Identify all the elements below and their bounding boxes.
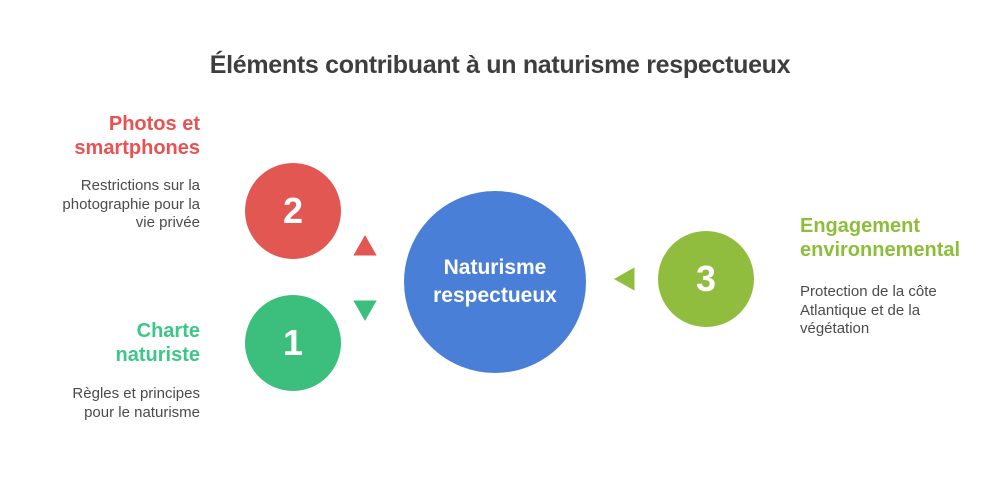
center-circle-label: Naturisme respectueux — [433, 256, 557, 307]
item-1-number: 1 — [282, 322, 304, 363]
triangle-down-icon — [346, 295, 384, 329]
item-1-circle: 1 — [241, 291, 345, 395]
item-3-title-text: Engagement environnemental — [800, 215, 961, 261]
item-2-title-text: Photos et smartphones — [74, 113, 200, 159]
item-3-description-text: Protection de la côte Atlantique et de l… — [800, 283, 937, 337]
item-2-description-text: Restrictions sur la photographie pour la… — [62, 177, 200, 231]
triangle-up-icon — [346, 227, 384, 261]
item-3-circle: 3 — [654, 227, 758, 331]
item-2-title: Photos et smartphones — [20, 112, 200, 160]
item-1-title: Charte naturiste — [20, 319, 200, 367]
item-1-title-text: Charte naturiste — [115, 320, 200, 366]
triangle-down-shape — [346, 295, 384, 329]
item-3-title: Engagement environnemental — [800, 214, 990, 262]
item-1-description-text: Règles et principes pour le naturisme — [72, 385, 200, 421]
center-circle: Naturisme respectueux — [400, 187, 590, 377]
item-2-description: Restrictions sur la photographie pour la… — [20, 177, 200, 233]
triangle-left-shape — [606, 260, 640, 298]
item-1-description: Règles et principes pour le naturisme — [20, 385, 200, 422]
item-3-description: Protection de la côte Atlantique et de l… — [800, 283, 990, 339]
item-2-number: 2 — [282, 190, 304, 231]
page-title: Éléments contribuant à un naturisme resp… — [209, 51, 791, 79]
item-3-number: 3 — [695, 258, 717, 299]
triangle-left-icon — [606, 260, 640, 298]
triangle-up-shape — [346, 227, 384, 261]
item-2-circle: 2 — [241, 159, 345, 263]
